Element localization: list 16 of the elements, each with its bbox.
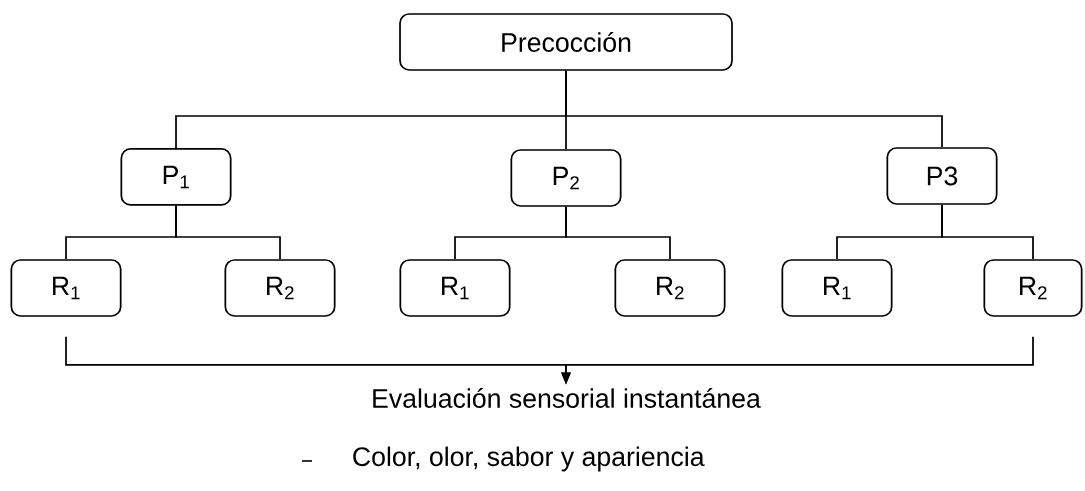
connector xyxy=(565,70,943,148)
process-box: R$_{1}$ xyxy=(10,259,122,317)
process-box: R$_{2}$ xyxy=(224,259,336,317)
process-box: R$_{1}$ xyxy=(399,259,511,317)
process-box: P3 xyxy=(886,147,998,205)
connector xyxy=(941,204,1034,260)
connector xyxy=(565,206,671,260)
process-box: R$_{2}$ xyxy=(983,259,1083,317)
process-box: R$_{1}$ xyxy=(781,259,893,317)
list-item: Color, olor, sabor y apariencia xyxy=(353,446,705,472)
process-box: P$_{2}$ xyxy=(510,149,622,207)
result-label: Evaluación sensorial instantánea xyxy=(373,388,761,408)
process-box: R$_{2}$ xyxy=(614,259,726,317)
process-box: Precocción xyxy=(399,13,733,71)
process-box: P$_{1}$ xyxy=(120,148,232,206)
connector xyxy=(175,205,281,260)
